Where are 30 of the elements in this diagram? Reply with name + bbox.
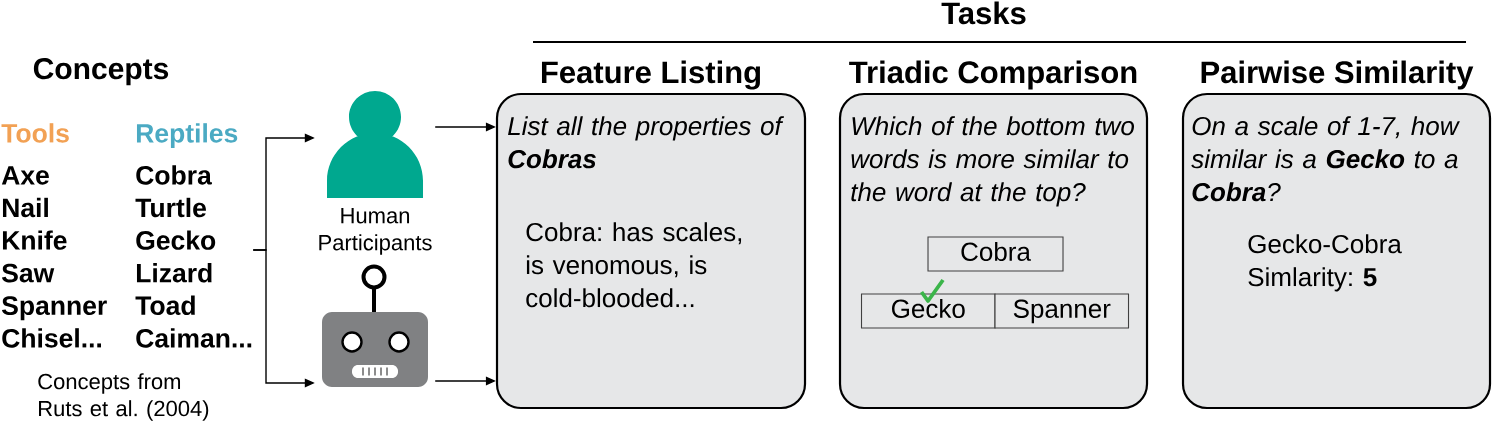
list-item: Turtle (135, 197, 206, 218)
list-item: Caiman... (136, 328, 252, 348)
question-text: On a scale of 1-7, how similar is a Gecko to a Cobra? (1191, 116, 1460, 202)
column-heading: Reptiles (137, 123, 238, 148)
list-item: Axe (1, 166, 49, 185)
list-item: Knife (3, 230, 67, 250)
word-box: Gecko (860, 293, 996, 329)
list-item: Spanner (1, 296, 107, 321)
source-note: Concepts from Ruts et al. (2004) (38, 373, 209, 421)
word-box: Spanner (994, 293, 1130, 329)
list-item: Cobra (136, 165, 212, 185)
column-heading: Tools (1, 123, 69, 143)
heading: Concepts (33, 58, 169, 86)
question-text: Which of the bottom two words is more similar to the word at the top? (851, 116, 1135, 207)
response-text: Gecko-Cobra Simlarity: 5 (1248, 234, 1402, 292)
heading: Triadic Comparison (849, 60, 1137, 90)
list-item: Lizard (137, 263, 212, 283)
question-text: List all the properties of Cobras (508, 116, 784, 169)
robot-icon (322, 264, 428, 387)
response-text: Cobra: has scales, is venomous, is cold-blooded... (526, 222, 742, 308)
list-item: Gecko (136, 230, 216, 250)
list-item: Nail (3, 197, 48, 218)
heading: Feature Listing (542, 60, 760, 90)
list-item: Chisel... (2, 328, 101, 348)
heading: Tasks (941, 1, 1026, 25)
list-item: Toad (135, 295, 195, 316)
list-item: Saw (1, 263, 55, 283)
word-box: Cobra (927, 236, 1064, 272)
node-label: Human Participants (319, 208, 432, 255)
heading: Pairwise Similarity (1201, 60, 1474, 90)
